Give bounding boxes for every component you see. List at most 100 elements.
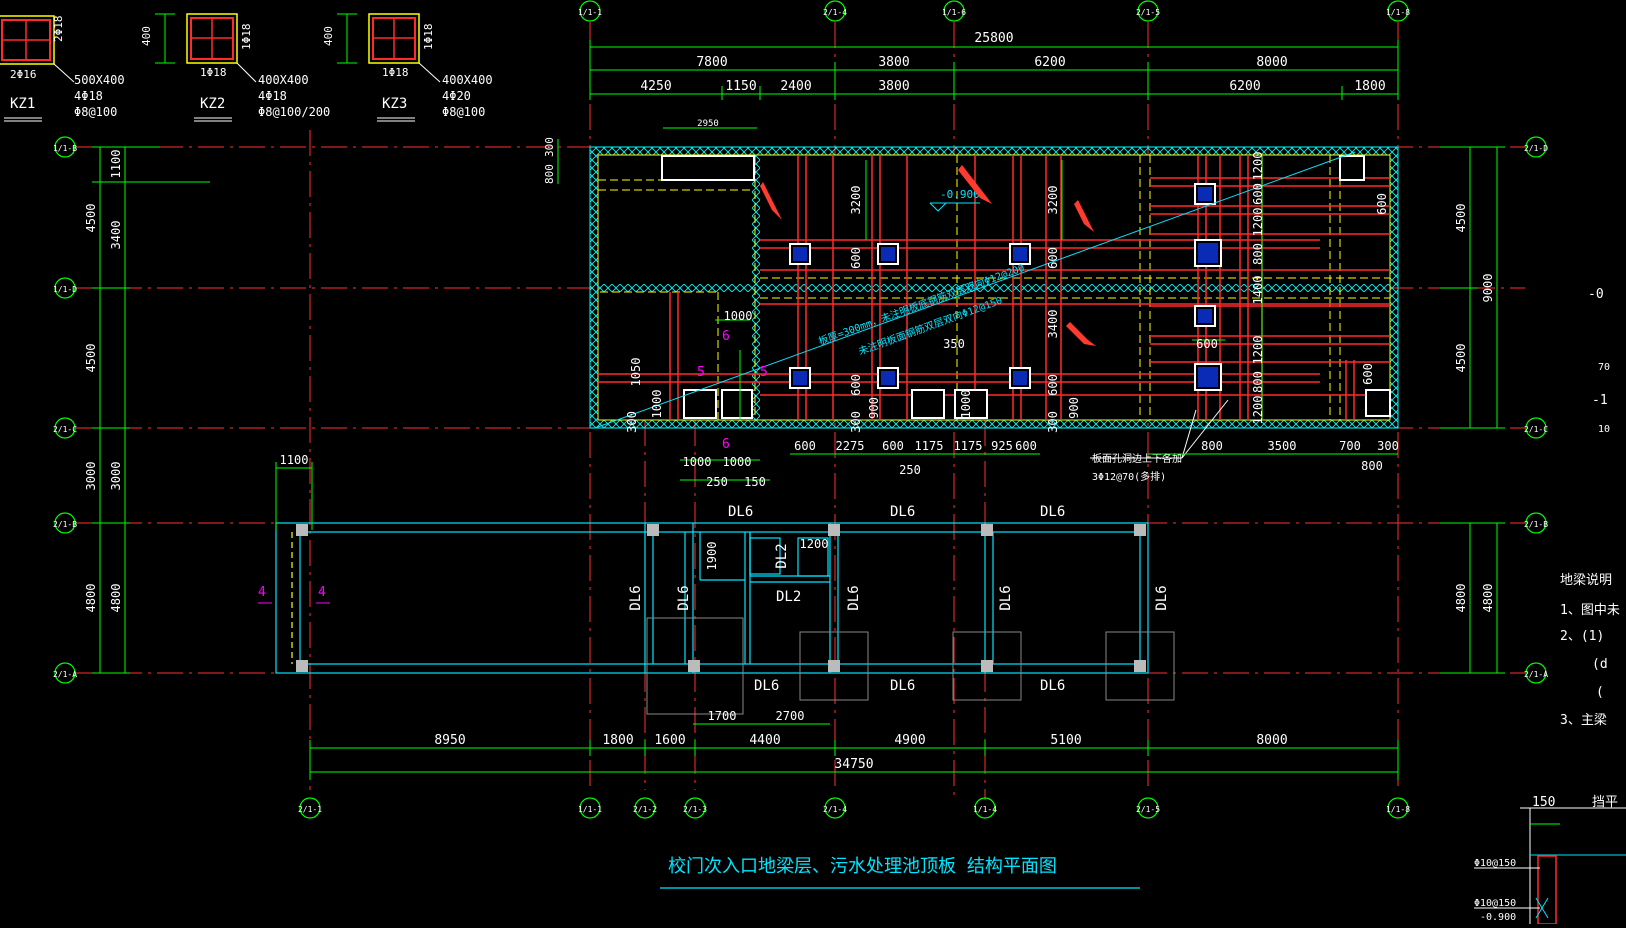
svg-text:70: 70 [1598,362,1610,373]
ground-beam-plan[interactable]: DL6 DL6 DL6 DL6 DL6 DL6 DL6 DL6 DL6 DL6 … [258,453,1175,725]
axis-bubbles: 1/1-1 2/1-4 1/1-6 2/1-5 1/1-8 2/1-1 1/1-… [53,0,1548,819]
svg-text:4800: 4800 [1481,584,1495,613]
svg-text:2/1-A: 2/1-A [1524,670,1548,679]
section-cut-line [594,151,1356,429]
axis-left-3[interactable]: 2/1-C [53,417,77,439]
elevation-marker: -0.900 [929,188,980,212]
axis-bottom-4[interactable]: 2/1-3 [683,797,707,819]
axis-right-2[interactable]: 2/1-C [1524,417,1548,439]
column-kz1: 2Φ18 2Φ16 500X400 4Φ18 Φ8@100 KZ1 [0,15,125,122]
svg-text:3800: 3800 [878,55,909,70]
svg-text:1800: 1800 [1354,79,1385,94]
kz2-height: 400 [140,26,153,46]
svg-text:34750: 34750 [834,757,873,772]
svg-text:1、图中未: 1、图中未 [1560,603,1620,618]
svg-text:1100: 1100 [109,150,123,179]
axis-right-1[interactable]: 2/1-D [1524,136,1548,158]
axis-bottom-8[interactable]: 1/1-8 [1386,797,1410,819]
svg-text:800: 800 [1251,243,1265,265]
axis-top-5[interactable]: 1/1-8 [1386,0,1410,22]
svg-text:2/1-3: 2/1-3 [683,805,707,814]
svg-text:1200: 1200 [800,537,829,551]
svg-text:7800: 7800 [696,55,727,70]
axis-bottom-6[interactable]: 1/1-4 [973,797,997,819]
svg-text:2700: 2700 [776,709,805,723]
axis-bottom-3[interactable]: 2/1-2 [633,797,657,819]
svg-text:4500: 4500 [1454,204,1468,233]
kz1-bottom: 2Φ16 [10,68,37,81]
svg-text:3、主梁: 3、主梁 [1560,713,1607,728]
axis-bottom-5[interactable]: 2/1-4 [823,797,847,819]
svg-text:1000: 1000 [683,455,712,469]
svg-text:1200: 1200 [1251,208,1265,237]
axis-left-2[interactable]: 1/1-D [53,277,77,299]
slab-openings[interactable] [661,155,1391,419]
svg-text:6: 6 [722,329,730,344]
svg-text:6200: 6200 [1229,79,1260,94]
svg-text:600: 600 [882,439,904,453]
svg-text:2275: 2275 [836,439,865,453]
svg-text:5: 5 [697,365,705,380]
kz2-size: 400X400 [258,73,309,87]
axis-right-3[interactable]: 2/1-B [1524,512,1548,534]
svg-text:DL6: DL6 [628,585,644,610]
svg-text:800: 800 [1251,371,1265,393]
svg-text:-0.900: -0.900 [1480,912,1516,923]
svg-text:4500: 4500 [1454,344,1468,373]
axis-top-1[interactable]: 1/1-1 [578,0,602,22]
svg-text:6: 6 [722,437,730,452]
svg-text:地梁说明: 地梁说明 [1560,573,1612,588]
kz1-side: 2Φ18 [52,16,65,43]
axis-bottom-2[interactable]: 1/1-1 [578,797,602,819]
kz1-size: 500X400 [74,73,125,87]
svg-text:8000: 8000 [1256,733,1287,748]
axis-right-4[interactable]: 2/1-A [1524,662,1548,684]
svg-text:4500: 4500 [84,344,98,373]
svg-text:10: 10 [1598,424,1610,435]
kz3-label: KZ3 [382,96,407,112]
svg-text:(: ( [1596,685,1604,700]
svg-text:2/1-B: 2/1-B [1524,520,1548,529]
axis-bottom-7[interactable]: 2/1-5 [1136,797,1160,819]
svg-text:1400: 1400 [1251,276,1265,305]
svg-text:2950: 2950 [697,119,719,129]
svg-text:600: 600 [849,247,863,269]
svg-text:1/1-6: 1/1-6 [942,8,966,17]
axis-left-5[interactable]: 2/1-A [53,662,77,684]
svg-text:2/1-A: 2/1-A [53,670,77,679]
svg-text:2、(1): 2、(1) [1560,629,1604,644]
svg-text:2/1-B: 2/1-B [53,520,77,529]
svg-text:800: 800 [1201,439,1223,453]
tank-inner-dims: 3200 3200 600 600 600 3400 600 600 350 1… [625,152,1389,433]
svg-text:4500: 4500 [84,204,98,233]
bottom-dimensions: 8950 1800 1600 4400 4900 5100 8000 34750 [309,733,1399,780]
svg-text:600: 600 [849,374,863,396]
svg-text:2/1-D: 2/1-D [1524,144,1548,153]
svg-text:6200: 6200 [1034,55,1065,70]
svg-text:925: 925 [991,439,1013,453]
axis-top-2[interactable]: 2/1-4 [823,0,847,22]
svg-text:3Φ12@70(多排): 3Φ12@70(多排) [1092,470,1166,483]
column-markers[interactable] [296,524,1146,672]
pile-caps [646,617,1175,715]
svg-text:250: 250 [899,463,921,477]
axis-bottom-1[interactable]: 2/1-1 [298,797,322,819]
svg-text:1600: 1600 [654,733,685,748]
axis-top-4[interactable]: 2/1-5 [1136,0,1160,22]
axis-left-1[interactable]: 1/1-B [53,136,77,158]
right-dimensions: 4500 9000 4500 4800 4800 [1440,146,1505,674]
axis-left-4[interactable]: 2/1-B [53,512,77,534]
svg-text:1150: 1150 [725,79,756,94]
axis-top-3[interactable]: 1/1-6 [942,0,966,22]
sewage-tank-plan[interactable]: 3200 3200 600 600 600 3400 600 600 350 1… [589,146,1399,483]
svg-text:DL6: DL6 [754,678,779,694]
svg-text:2/1-5: 2/1-5 [1136,8,1160,17]
svg-text:700: 700 [1339,439,1361,453]
drawing-title-text: 校门次入口地梁层、污水处理池顶板 结构平面图 [668,856,1057,877]
slab-edge-detail: 150 挡平 Φ10@150 Φ10@150 -0.900 [1474,795,1626,925]
svg-text:DL2: DL2 [776,589,801,605]
kz2-side: 1Φ18 [240,24,253,51]
svg-text:8950: 8950 [434,733,465,748]
svg-text:600: 600 [1015,439,1037,453]
